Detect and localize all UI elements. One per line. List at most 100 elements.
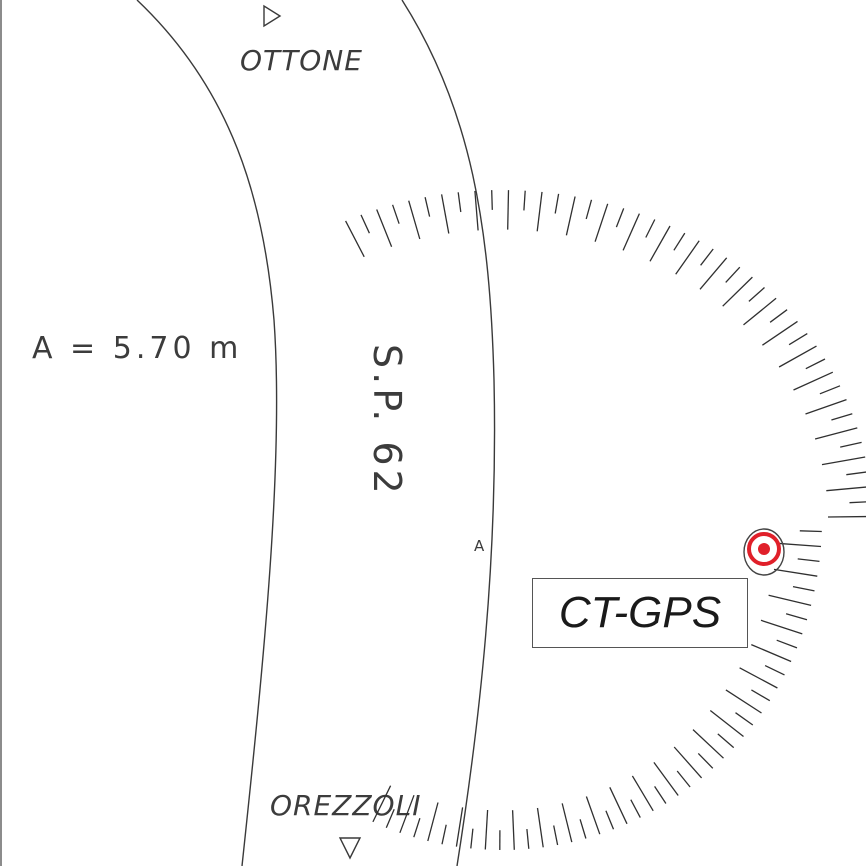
hachure-tick <box>554 193 560 214</box>
hachure-tick <box>441 824 447 845</box>
hachure-tick <box>709 709 744 738</box>
hachure-tick <box>788 333 808 346</box>
hachure-tick <box>760 619 803 635</box>
hachure-tick <box>630 799 641 818</box>
hachure-tick <box>799 530 822 533</box>
hachure-tick <box>699 257 728 290</box>
hachure-tick <box>676 770 691 788</box>
hachure-tick <box>805 398 847 415</box>
hachure-tick <box>391 204 400 224</box>
hachure-tick <box>413 818 421 838</box>
hachure-tick <box>385 808 395 828</box>
hachure-tick <box>484 809 489 850</box>
hachure-tick <box>751 644 792 663</box>
hachure-tick <box>654 786 667 804</box>
slope-hachures <box>345 190 866 851</box>
hachure-tick <box>826 486 866 492</box>
hachure-tick <box>507 190 510 230</box>
hachure-tick <box>440 194 450 234</box>
hachure-tick <box>778 345 817 368</box>
hachure-tick <box>585 199 593 220</box>
hachure-tick <box>511 810 515 850</box>
hachure-tick <box>735 712 754 726</box>
hachure-tick <box>725 689 762 714</box>
hachure-tick <box>470 828 474 849</box>
hachure-tick <box>360 214 370 234</box>
hachure-tick <box>768 594 812 607</box>
hachure-tick <box>474 190 479 231</box>
gps-station-label: CT-GPS <box>532 578 748 648</box>
hachure-tick <box>536 807 544 848</box>
hachure-tick <box>609 787 628 825</box>
road-width-label: A = 5.70 m <box>32 331 242 366</box>
gps-station-icon[interactable] <box>743 528 785 576</box>
hachure-tick <box>805 358 826 370</box>
hachure-tick <box>748 287 765 302</box>
road-edge-right <box>401 0 496 866</box>
hachure-tick <box>372 785 392 823</box>
hachure-tick <box>821 456 866 466</box>
hachure-tick <box>764 665 785 676</box>
hachure-tick <box>408 200 421 240</box>
hachure-tick <box>594 203 609 242</box>
hachure-tick <box>769 309 788 323</box>
hachure-tick <box>777 542 822 548</box>
hachure-tick <box>585 796 601 835</box>
hachure-tick <box>427 802 439 842</box>
hachure-tick <box>840 441 862 448</box>
hachure-tick <box>526 829 530 849</box>
hachure-tick <box>424 197 431 217</box>
road-edge-left <box>136 0 278 866</box>
hachure-tick <box>831 413 853 421</box>
hachure-tick <box>725 266 741 283</box>
hachure-tick <box>785 613 808 621</box>
hachure-tick <box>697 752 714 769</box>
hachure-tick <box>846 471 866 476</box>
hachure-tick <box>631 775 654 812</box>
hachure-tick <box>561 803 573 843</box>
hachure-tick <box>722 276 753 307</box>
section-marker-label: A <box>474 537 485 555</box>
hachure-tick <box>776 639 798 649</box>
hachure-tick <box>536 191 543 232</box>
hachure-tick <box>675 240 700 275</box>
hachure-tick <box>345 220 365 258</box>
direction-north-label: OTTONE <box>240 44 363 77</box>
hachure-tick <box>673 746 703 779</box>
hachure-tick <box>649 225 671 262</box>
hachure-tick <box>793 371 834 391</box>
hachure-tick <box>751 689 771 702</box>
hachure-tick <box>645 219 656 238</box>
hachure-tick <box>739 667 778 689</box>
hachure-tick <box>553 825 559 846</box>
hachure-tick <box>399 794 415 834</box>
hachure-tick <box>622 213 640 251</box>
hachure-tick <box>457 192 462 213</box>
hachure-tick <box>797 558 820 563</box>
arrow-south-icon <box>338 837 362 860</box>
direction-south-label: OREZZOLI <box>270 789 421 822</box>
road-name-label: S.P. 62 <box>365 344 409 498</box>
hachure-tick <box>653 762 679 796</box>
hachure-tick <box>792 585 815 592</box>
hachure-tick <box>849 501 866 504</box>
hachure-tick <box>773 568 818 577</box>
hachure-tick <box>700 248 714 266</box>
hachure-tick <box>814 427 858 440</box>
hachure-tick <box>692 729 724 759</box>
hachure-tick <box>819 385 841 395</box>
arrow-north-icon <box>263 4 282 28</box>
hachure-tick <box>523 190 526 211</box>
hachure-tick <box>491 190 493 210</box>
hachure-tick <box>579 819 587 839</box>
hachure-tick <box>673 232 686 251</box>
hachure-tick <box>827 515 866 518</box>
hachure-tick <box>717 733 735 749</box>
hachure-tick <box>605 810 615 830</box>
hachure-tick <box>762 320 798 346</box>
hachure-tick <box>615 208 625 228</box>
hachure-tick <box>376 209 393 248</box>
hachure-tick <box>743 297 777 326</box>
